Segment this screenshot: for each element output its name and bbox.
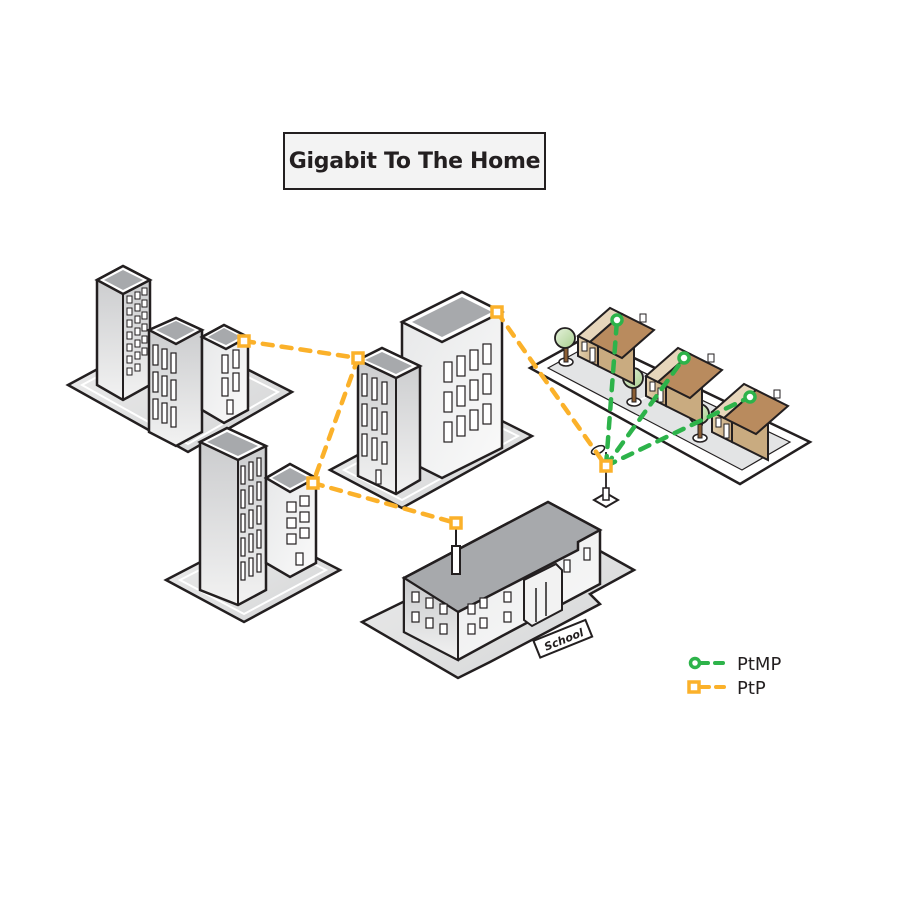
midrise-cluster <box>327 290 535 510</box>
tree <box>554 327 576 367</box>
ptp-node-midrise-right <box>490 305 504 319</box>
house <box>710 382 790 462</box>
ptp-link <box>310 480 459 526</box>
ptmp-node-house-2 <box>677 351 691 365</box>
ptp-node-street-pole <box>599 459 613 473</box>
page-title: Gigabit To The Home <box>288 148 541 174</box>
ptmp-node-house-1 <box>610 313 624 327</box>
legend-label-ptp: PtP <box>737 678 766 699</box>
house <box>576 306 656 386</box>
ptp-link <box>241 338 361 361</box>
legend-label-ptmp: PtMP <box>737 654 781 675</box>
ptp-node-office-cluster-b <box>306 476 320 490</box>
ptmp-link <box>603 317 620 469</box>
school-building: School <box>359 500 637 680</box>
ptp-marker-icon <box>687 680 701 694</box>
ptp-node-office-cluster-a <box>237 334 251 348</box>
legend-item-ptp: PtP <box>687 678 766 699</box>
links-layer <box>241 309 753 526</box>
legend-item-ptmp: PtMP <box>688 654 781 675</box>
house <box>644 346 724 426</box>
houses <box>576 306 790 462</box>
nodes-layer <box>237 305 757 530</box>
ptp-link <box>310 355 361 486</box>
legend: PtMP PtP <box>687 654 781 699</box>
office-cluster-b <box>163 426 343 624</box>
title-box: Gigabit To The Home <box>283 132 546 190</box>
office-cluster-a <box>65 264 295 454</box>
ptmp-link <box>603 355 687 469</box>
ptp-node-midrise-left <box>351 351 365 365</box>
ptp-node-school <box>449 516 463 530</box>
ptmp-node-house-3 <box>743 390 757 404</box>
ptp-link <box>494 309 609 469</box>
ptmp-link <box>603 394 753 469</box>
